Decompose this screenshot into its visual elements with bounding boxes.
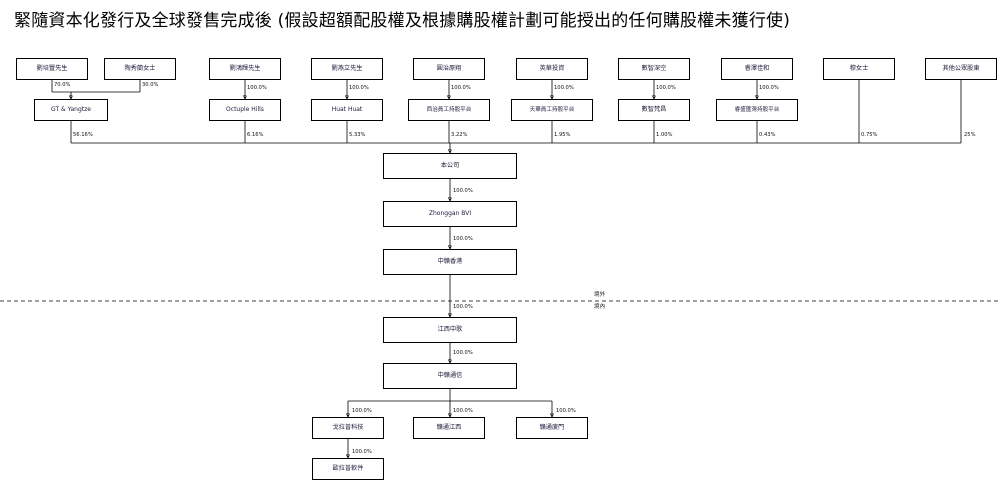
shareholder-label: 圓治原翔 [436,65,462,73]
ownership-pct: 100.0% [453,236,473,242]
holdco-label: 天華員工持股平台 [529,106,575,113]
subsidiary-node[interactable]: 戈拉普科技 [312,417,384,439]
holdco-label: 西治員工持股平台 [426,106,472,113]
shareholder-label: 英華投資 [539,65,565,73]
ownership-pct: 100.0% [352,408,372,414]
company-node[interactable]: 江西中歌 [383,317,517,343]
shareholder-label: 其他公眾股東 [942,65,980,73]
holdco-label: Huat Huat [331,105,363,113]
holdco-node[interactable]: 西治員工持股平台 [408,99,490,121]
subsidiary-node[interactable]: 贛通江西 [413,417,485,439]
shareholder-node[interactable]: 陶秀蘭女士 [104,58,176,80]
ownership-pct: 100.0% [556,408,576,414]
shareholder-label: 劉培豐先生 [36,65,68,73]
shareholder-node[interactable]: 劉培豐先生 [16,58,88,80]
ownership-pct: 100.0% [554,85,574,91]
holdco-node[interactable]: Huat Huat [311,99,383,121]
shareholder-label: 睿澤佳和 [744,65,770,73]
ownership-pct: 100.0% [453,188,473,194]
company-node[interactable]: Zhonggan BVI [383,201,517,227]
ownership-pct: 100.0% [453,350,473,356]
holdco-node[interactable]: 睿盛匯灣持股平台 [716,99,798,121]
holdco-node[interactable]: 數智梵昌 [618,99,690,121]
ownership-pct: 30.0% [142,82,159,88]
shareholder-label: 穆女士 [849,65,869,73]
ownership-pct: 1.00% [656,132,673,138]
subsidiary-label: 戈拉普科技 [332,424,364,432]
shareholder-node[interactable]: 英華投資 [516,58,588,80]
ownership-pct: 100.0% [759,85,779,91]
divider-label-onshore: 境內 [594,304,606,310]
ownership-pct: 5.33% [349,132,366,138]
company-node[interactable]: 中贛香港 [383,249,517,275]
subsidiary-node[interactable]: 歐拉普軟件 [312,458,384,480]
ownership-pct: 6.16% [247,132,264,138]
ownership-pct: 100.0% [247,85,267,91]
ownership-pct: 100.0% [349,85,369,91]
holdco-node[interactable]: 天華員工持股平台 [511,99,593,121]
subsidiary-label: 歐拉普軟件 [332,465,364,473]
shareholder-node[interactable]: 圓治原翔 [413,58,485,80]
ownership-pct: 1.95% [554,132,571,138]
company-node[interactable]: 中贛通信 [383,363,517,389]
subsidiary-label: 贛通江西 [436,424,462,432]
subsidiary-node[interactable]: 贛通廈門 [516,417,588,439]
holdco-label: Octuple Hills [226,105,264,113]
holdco-label: 數智梵昌 [641,106,667,114]
ownership-pct: 56.16% [73,132,93,138]
ownership-pct: 100.0% [451,85,471,91]
shareholder-node[interactable]: 睿澤佳和 [721,58,793,80]
company-label: Zhonggan BVI [428,209,472,217]
ownership-pct: 0.43% [759,132,776,138]
ownership-pct: 0.75% [861,132,878,138]
company-label: 中贛香港 [437,258,463,266]
ownership-pct: 100.0% [352,449,372,455]
divider-label-offshore: 境外 [594,292,606,298]
company-label: 中贛通信 [437,372,463,380]
shareholder-label: 數智深空 [641,65,667,73]
ownership-pct: 25% [964,132,976,138]
page-title: 緊隨資本化發行及全球發售完成後 (假設超額配股權及根據購股權計劃可能授出的任何購… [14,11,791,31]
shareholder-node[interactable]: 穆女士 [823,58,895,80]
ownership-pct: 100.0% [656,85,676,91]
shareholder-node[interactable]: 劉燕立先生 [311,58,383,80]
holdco-node[interactable]: Octuple Hills [209,99,281,121]
ownership-pct: 70.0% [54,82,71,88]
shareholder-label: 劉鴻輝先生 [229,65,261,73]
shareholder-node[interactable]: 其他公眾股東 [925,58,997,80]
holdco-node[interactable]: GT & Yangtze [34,99,108,121]
shareholder-node[interactable]: 劉鴻輝先生 [209,58,281,80]
subsidiary-label: 贛通廈門 [539,424,565,432]
ownership-pct: 100.0% [453,408,473,414]
company-node[interactable]: 本公司 [383,153,517,179]
shareholder-label: 劉燕立先生 [331,65,363,73]
ownership-pct: 3.22% [451,132,468,138]
company-label: 江西中歌 [437,326,463,334]
holdco-label: 睿盛匯灣持股平台 [734,106,780,113]
shareholder-label: 陶秀蘭女士 [124,65,156,73]
shareholder-node[interactable]: 數智深空 [618,58,690,80]
ownership-pct: 100.0% [453,304,473,310]
company-label: 本公司 [440,162,460,170]
holdco-label: GT & Yangtze [51,105,91,113]
